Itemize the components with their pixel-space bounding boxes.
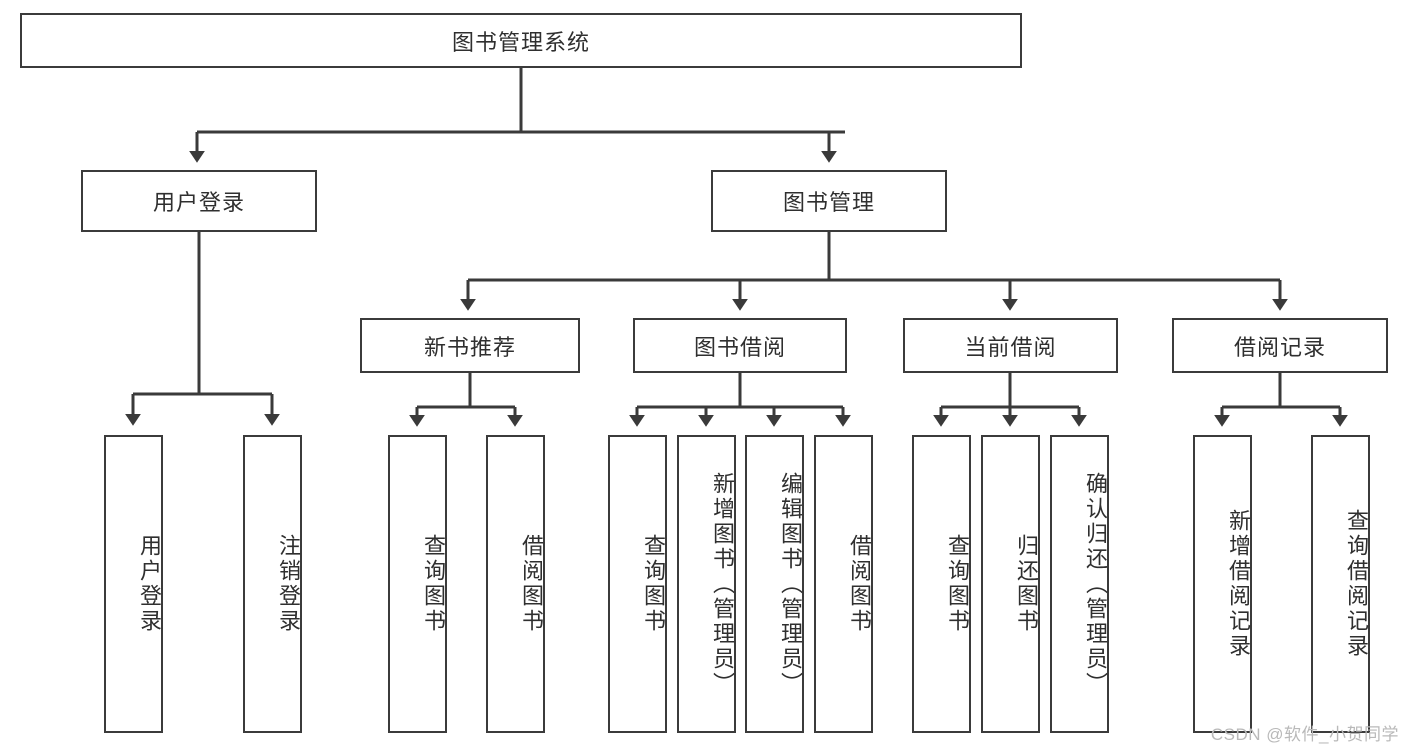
- node-label: 新增借阅记录: [1226, 509, 1251, 659]
- node-label: 图书管理: [782, 190, 875, 215]
- leaf-borrow-book-recommend[interactable]: 借阅图书: [486, 435, 545, 733]
- node-label: 注销登录: [276, 534, 301, 634]
- node-label: 图书管理系统: [451, 29, 590, 55]
- node-label: 查询图书: [945, 534, 970, 634]
- leaf-query-book-recommend[interactable]: 查询图书: [388, 435, 447, 733]
- leaf-borrow-book[interactable]: 借阅图书: [814, 435, 873, 733]
- node-label: 借阅图书: [519, 534, 544, 634]
- node-label: 用户登录: [137, 534, 162, 634]
- node-label: 确认归还（管理员）: [1083, 471, 1108, 697]
- leaf-add-book-admin[interactable]: 新增图书（管理员）: [677, 435, 736, 733]
- leaf-query-book-current[interactable]: 查询图书: [912, 435, 971, 733]
- watermark: CSDN @软件_小贺同学: [1210, 725, 1399, 744]
- node-label: 图书借阅: [693, 334, 786, 360]
- node-label: 借阅记录: [1233, 334, 1326, 360]
- leaf-logout[interactable]: 注销登录: [243, 435, 302, 733]
- node-current-borrow[interactable]: 当前借阅: [903, 318, 1118, 373]
- leaf-user-login[interactable]: 用户登录: [104, 435, 163, 733]
- leaf-add-borrow-record[interactable]: 新增借阅记录: [1193, 435, 1252, 733]
- node-label: 当前借阅: [964, 334, 1057, 360]
- node-label: 编辑图书（管理员）: [778, 471, 803, 697]
- node-borrow-record[interactable]: 借阅记录: [1172, 318, 1388, 373]
- node-book-management[interactable]: 图书管理: [711, 170, 947, 232]
- node-label: 借阅图书: [847, 534, 872, 634]
- node-label: 新增图书（管理员）: [710, 471, 735, 697]
- node-label: 归还图书: [1014, 534, 1039, 634]
- node-label: 新书推荐: [423, 334, 516, 360]
- node-user-login[interactable]: 用户登录: [81, 170, 317, 232]
- node-label: 查询图书: [421, 534, 446, 634]
- leaf-edit-book-admin[interactable]: 编辑图书（管理员）: [745, 435, 804, 733]
- node-book-borrow[interactable]: 图书借阅: [633, 318, 847, 373]
- leaf-query-book-borrow[interactable]: 查询图书: [608, 435, 667, 733]
- node-new-book-recommend[interactable]: 新书推荐: [360, 318, 580, 373]
- node-root[interactable]: 图书管理系统: [20, 13, 1022, 68]
- node-label: 用户登录: [152, 190, 245, 215]
- leaf-query-borrow-record[interactable]: 查询借阅记录: [1311, 435, 1370, 733]
- node-label: 查询借阅记录: [1344, 509, 1369, 659]
- node-label: 查询图书: [641, 534, 666, 634]
- leaf-return-book[interactable]: 归还图书: [981, 435, 1040, 733]
- leaf-confirm-return-admin[interactable]: 确认归还（管理员）: [1050, 435, 1109, 733]
